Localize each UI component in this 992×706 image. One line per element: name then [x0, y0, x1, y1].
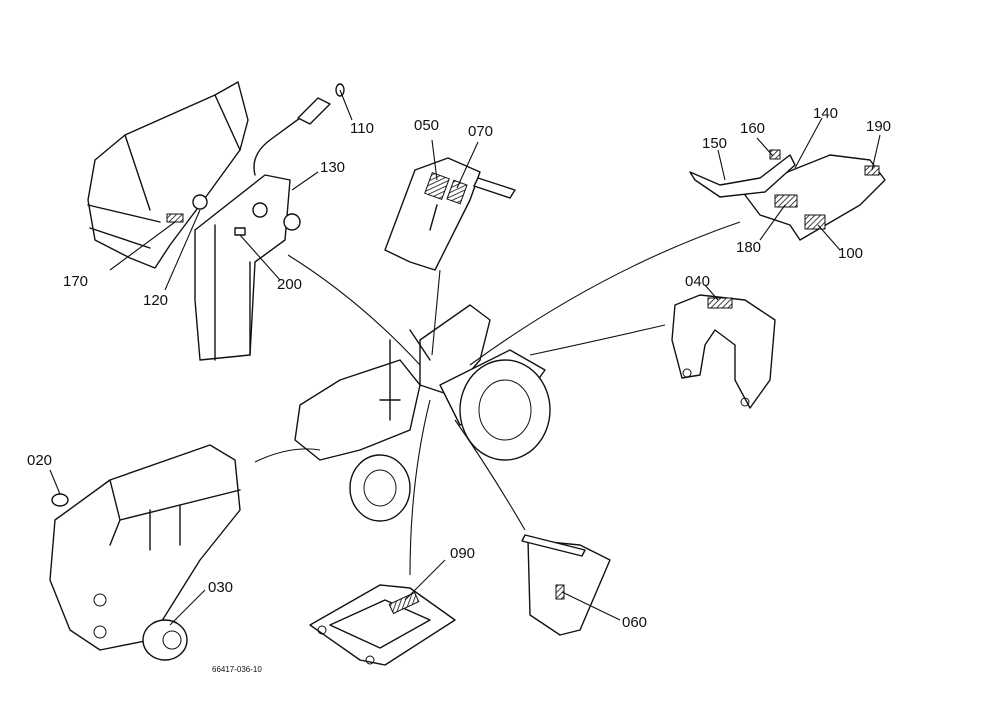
gauge-130 [252, 202, 268, 218]
label-120: 120 [143, 292, 168, 309]
label-130: 130 [320, 159, 345, 176]
seat-frame [309, 584, 456, 666]
label-040: 040 [685, 273, 710, 290]
front-wheel [349, 454, 411, 522]
decal-060 [555, 584, 565, 600]
tractor [294, 304, 551, 522]
label-110: 110 [350, 120, 374, 137]
label-070: 070 [468, 123, 493, 140]
rops-bracket [671, 294, 776, 409]
leader-lines [49, 89, 881, 626]
throttle-lever [253, 117, 301, 176]
label-180: 180 [736, 239, 761, 256]
decal-040 [707, 297, 733, 309]
label-190: 190 [866, 118, 891, 135]
decal-180 [774, 194, 798, 208]
dashboard-assembly [87, 81, 345, 361]
connector-lines [254, 221, 741, 576]
label-160: 160 [740, 120, 765, 137]
hood [294, 359, 421, 461]
decal-190 [864, 165, 880, 176]
side-panel [521, 534, 611, 636]
label-030: 030 [208, 579, 233, 596]
decal-050 [424, 171, 450, 201]
fender-console [689, 149, 886, 241]
label-060: 060 [622, 614, 647, 631]
label-090: 090 [450, 545, 475, 562]
label-100: 100 [838, 245, 863, 262]
seat [419, 304, 491, 396]
decal-070 [446, 179, 468, 205]
label-200: 200 [277, 276, 302, 293]
rear-wheel [459, 359, 551, 461]
knob-120 [192, 194, 208, 210]
label-170: 170 [63, 273, 88, 290]
cap-020 [51, 493, 69, 507]
knob-right [283, 213, 301, 231]
decal-160 [769, 149, 781, 160]
decal-090 [388, 591, 420, 615]
engine [49, 444, 241, 661]
label-150: 150 [702, 135, 727, 152]
key-switch [234, 227, 246, 236]
decal-170 [166, 213, 184, 223]
filter-030 [142, 619, 188, 661]
label-140: 140 [813, 105, 838, 122]
drawing-code: 66417-036-10 [212, 665, 262, 674]
label-020: 020 [27, 452, 52, 469]
pedal-plate [384, 157, 516, 271]
label-050: 050 [414, 117, 439, 134]
decal-100 [804, 214, 826, 230]
